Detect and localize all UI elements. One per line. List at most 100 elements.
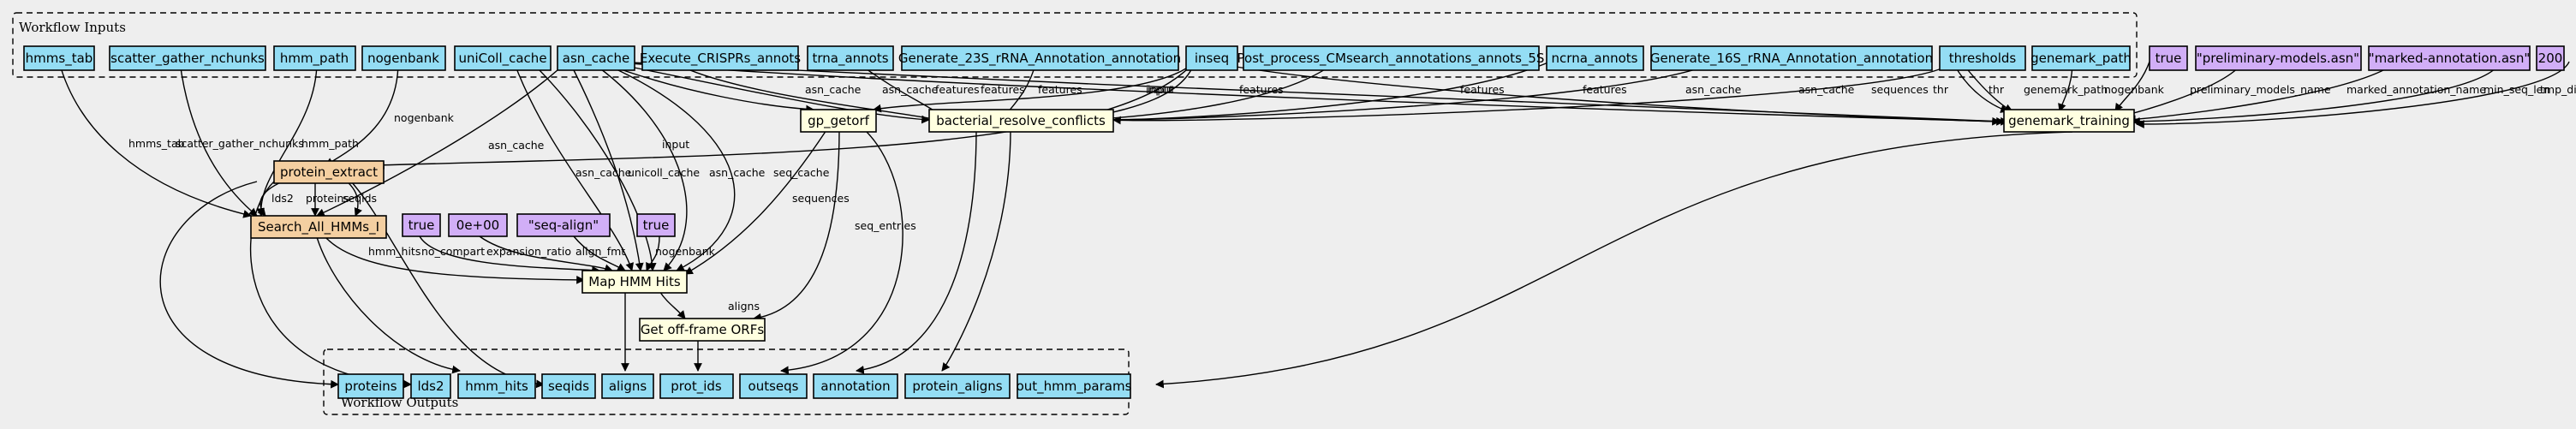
- output-prot-ids-label: prot_ids: [671, 378, 722, 395]
- const-preliminary-models[interactable]: [2195, 45, 2362, 71]
- edge-label-seq-entries: seq_entries: [855, 219, 916, 232]
- edge-pe-seqids: [346, 181, 362, 217]
- step-gp-getorf-label: gp_getorf: [808, 113, 870, 129]
- edge-label-features-ncrna: features: [1460, 83, 1505, 96]
- input-thresholds[interactable]: [1939, 45, 2026, 71]
- edge-crispr-br: [671, 61, 939, 122]
- step-gp-getorf[interactable]: [800, 109, 877, 133]
- output-seqids[interactable]: [541, 373, 596, 399]
- edge-unicoll-map: [513, 61, 634, 271]
- input-trna-annots[interactable]: [807, 45, 894, 71]
- edge-label-features-5s: features: [1239, 83, 1284, 96]
- edge-asn-br: [603, 61, 930, 124]
- input-thresholds-label: thresholds: [1949, 51, 2017, 66]
- output-protein-aligns[interactable]: [904, 373, 1011, 399]
- input-genemark-path[interactable]: [2031, 45, 2131, 71]
- const-seq-align[interactable]: [516, 213, 611, 237]
- input-unicoll-cache[interactable]: [454, 45, 552, 71]
- const-true-nocompart[interactable]: [402, 213, 441, 237]
- edge-label-asn-cache-br: asn_cache: [882, 83, 939, 96]
- step-bacterial-resolve-conflicts[interactable]: [928, 109, 1114, 133]
- const-200[interactable]: [2536, 45, 2565, 71]
- constant-nodes-top: true "preliminary-models.asn" "marked-an…: [2149, 45, 2565, 71]
- edge-const-nogenbank: [646, 235, 660, 271]
- edge-16s-br: [1104, 61, 1718, 124]
- input-hmms-tab-label: hmms_tab: [26, 51, 93, 67]
- edge-label-scatter: scatter_gather_nchunks: [176, 137, 304, 150]
- edge-label-thr-br: thr: [1933, 83, 1949, 96]
- step-bacterial-resolve-conflicts-label: bacterial_resolve_conflicts: [936, 113, 1106, 129]
- edge-scatter: [179, 61, 258, 217]
- output-proteins-label: proteins: [344, 378, 397, 394]
- edge-nogenbank-pe: [325, 61, 399, 166]
- input-hmms-tab[interactable]: [23, 45, 95, 71]
- output-out-hmm-params[interactable]: [1017, 373, 1131, 399]
- output-annotation-label: annotation: [820, 378, 890, 394]
- edge-asn-cache-search: [316, 61, 568, 217]
- output-lds2[interactable]: [410, 373, 451, 399]
- input-ncrna-annots[interactable]: [1546, 45, 1644, 71]
- const-true-nogenbank[interactable]: [636, 213, 676, 237]
- edge-inseq-pe: [376, 61, 1196, 170]
- edge-label-features-trna: features: [981, 83, 1025, 96]
- edge-label-hmm-hits: hmm_hits: [368, 245, 420, 258]
- input-asn-cache-label: asn_cache: [563, 51, 629, 67]
- edge-inseq-gm: [1207, 61, 2009, 126]
- edge-label-thr-gm: thr: [1989, 83, 2005, 96]
- output-outseqs-label: outseqs: [748, 378, 799, 394]
- subworkflow-protein-extract[interactable]: [273, 160, 385, 184]
- input-inseq[interactable]: [1185, 45, 1238, 71]
- step-get-off-frame-orfs-label: Get off-frame ORFs: [641, 322, 765, 337]
- const-zero[interactable]: [448, 213, 508, 237]
- const-true-nogenbank-label: true: [643, 217, 670, 233]
- input-scatter-gather-nchunks[interactable]: [109, 45, 266, 71]
- edge-label-pe-proteins: proteins: [306, 192, 349, 205]
- output-aligns[interactable]: [601, 373, 654, 399]
- const-marked-annotation[interactable]: [2368, 45, 2531, 71]
- input-nodes: hmms_tab scatter_gather_nchunks hmm_path…: [23, 45, 2132, 71]
- input-execute-crisprs-annots[interactable]: [641, 45, 799, 71]
- edge-label-unicoll-cache-map: unicoll_cache: [628, 166, 700, 179]
- edge-hmm-path: [256, 61, 318, 217]
- step-map-hmm-hits[interactable]: [581, 270, 688, 294]
- input-generate-16s[interactable]: [1650, 45, 1933, 71]
- edge-br-protaligns: [941, 129, 1011, 372]
- edge-label-seq-cache: seq_cache: [773, 166, 830, 179]
- const-true-top[interactable]: [2149, 45, 2188, 71]
- output-hmm-hits[interactable]: [457, 373, 536, 399]
- output-outseqs[interactable]: [739, 373, 808, 399]
- edge-labels: hmms_tab scatter_gather_nchunks hmm_path…: [128, 83, 2576, 313]
- edge-map-offframe: [659, 290, 686, 319]
- edge-label-sequences-gm: sequences: [1871, 83, 1929, 96]
- input-hmm-path[interactable]: [273, 45, 356, 71]
- subworkflow-protein-extract-label: protein_extract: [280, 164, 378, 181]
- edge-label-align-fmt: align_fmt: [575, 245, 625, 258]
- edge-const-nogenbank-gm: [2114, 61, 2150, 112]
- edge-label-asn-cache-gm2: asn_cache: [1798, 83, 1855, 96]
- edge-asn-map2: [590, 61, 688, 271]
- input-post-process-cmsearch[interactable]: [1243, 45, 1540, 71]
- edge-label-nogenbank-pe: nogenbank: [394, 111, 455, 124]
- input-asn-cache[interactable]: [557, 45, 635, 71]
- output-prot-ids[interactable]: [659, 373, 734, 399]
- const-true-nocompart-label: true: [408, 217, 435, 233]
- input-genemark-path-label: genemark_path: [2030, 51, 2132, 67]
- output-annotation[interactable]: [813, 373, 898, 399]
- workflow-inputs-label: Workflow Inputs: [19, 20, 126, 35]
- const-marked-annotation-label: "marked-annotation.asn": [2369, 51, 2531, 66]
- input-ncrna-annots-label: ncrna_annots: [1552, 51, 1638, 67]
- edge-label-pe-seqids: seqids: [343, 192, 377, 205]
- edge-label-sequences: sequences: [792, 192, 850, 205]
- step-genemark-training[interactable]: [2003, 109, 2135, 133]
- output-proteins[interactable]: [337, 373, 404, 399]
- input-generate-23s[interactable]: [901, 45, 1179, 71]
- input-nogenbank[interactable]: [361, 45, 446, 71]
- edge-label-marked: marked_annotation_name: [2346, 83, 2486, 96]
- const-true-top-label: true: [2156, 51, 2182, 66]
- edge-label-input-br: input: [1148, 83, 1175, 96]
- step-get-off-frame-orfs[interactable]: [639, 318, 766, 342]
- subworkflow-search-all-hmms[interactable]: [250, 215, 387, 239]
- edge-search-out-hmmhits: [316, 236, 461, 374]
- edge-label-features-16s: features: [1583, 83, 1627, 96]
